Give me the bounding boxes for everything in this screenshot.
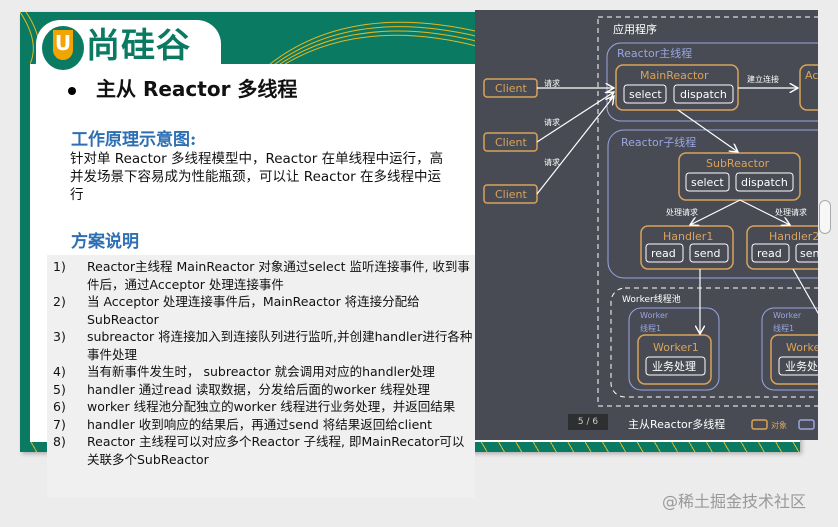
worker-thread-label: Worker	[773, 311, 802, 320]
architecture-diagram: 应用程序 Reactor主线程 MainReactor select dispa…	[475, 10, 838, 440]
legend-object-label: 对象	[771, 420, 787, 430]
business-label: 业务处	[785, 360, 818, 373]
request-label: 请求	[544, 157, 560, 167]
logo-mark: U	[53, 30, 73, 60]
logo-text: 尚硅谷	[86, 26, 191, 66]
dispatch-label: dispatch	[680, 88, 727, 101]
step-text: 当 Acceptor 处理连接事件后，MainReactor 将连接分配给Sub…	[87, 294, 420, 327]
step-text: worker 线程池分配独立的worker 线程进行业务处理，并返回结果	[87, 399, 456, 414]
read-label: read	[651, 247, 676, 260]
worker-pool-label: Worker线程池	[622, 293, 681, 305]
client-label: Client	[495, 136, 528, 149]
step-text: subreactor 将连接加入到连接队列进行监听,并创建handler进行各种…	[87, 329, 473, 362]
worker-thread-label: Worker	[640, 311, 669, 320]
send-label: send	[800, 247, 818, 260]
select-label: select	[629, 88, 662, 101]
worker1-box	[637, 334, 712, 385]
step-text: 当有新事件发生时， subreactor 就会调用对应的handler处理	[87, 364, 435, 379]
step-number: 5)	[53, 381, 66, 397]
select-label: select	[691, 176, 724, 189]
steps-list: 1) Reactor主线程 MainReactor 对象通过select 监听连接…	[47, 255, 475, 498]
slide-title: 主从 Reactor 多线程	[68, 73, 297, 102]
logo-icon: U	[42, 26, 84, 70]
send-label: send	[694, 247, 720, 260]
scrollbar-thumb[interactable]	[819, 200, 831, 234]
page-indicator: 5 / 6	[568, 414, 608, 430]
worker-thread-label: 线程1	[773, 323, 794, 333]
read-label: read	[757, 247, 782, 260]
connect-label: 建立连接	[747, 74, 779, 84]
client-label: Client	[495, 82, 528, 95]
step-number: 6)	[53, 399, 66, 414]
step-text: Reactor主线程 MainReactor 对象通过select 监听连接事件…	[87, 259, 470, 292]
step-text: handler 通过read 读取数据，分发给后面的worker 线程处理	[87, 381, 430, 397]
app-boundary	[597, 16, 838, 407]
step-number: 3)	[53, 329, 66, 344]
list-item: 7) handler 收到响应的结果后，再通过send 将结果返回给client	[53, 416, 475, 434]
step-text: handler 收到响应的结果后，再通过send 将结果返回给client	[87, 416, 433, 432]
step-number: 7)	[53, 416, 66, 432]
list-item: 1) Reactor主线程 MainReactor 对象通过select 监听连接…	[53, 258, 475, 293]
list-item: 5) handler 通过read 读取数据，分发给后面的worker 线程处理	[53, 381, 475, 399]
main-thread-label: Reactor主线程	[617, 46, 692, 60]
dispatch-label: dispatch	[741, 176, 788, 189]
worker-pool-box	[610, 287, 838, 398]
list-item: 3) subreactor 将连接加入到连接队列进行监听,并创建handler进行…	[53, 328, 475, 363]
step-number: 2)	[53, 294, 66, 309]
step-number: 8)	[53, 434, 66, 449]
list-item: 6) worker 线程池分配独立的worker 线程进行业务处理，并返回结果	[53, 398, 475, 416]
business-label: 业务处理	[652, 360, 696, 373]
request-label: 请求	[544, 78, 560, 88]
section-heading-principle: 工作原理示意图:	[71, 130, 197, 150]
handler1-box	[640, 225, 734, 270]
list-item: 8) Reactor 主线程可以对应多个Reactor 子线程, 即MainRec…	[53, 433, 475, 468]
step-number: 1)	[53, 259, 66, 274]
left-stripe	[20, 60, 30, 452]
main-thread-box	[606, 42, 838, 122]
acceptor-label: Ac	[805, 69, 818, 82]
handler1-label: Handler1	[663, 230, 713, 243]
handle-request-label: 处理请求	[775, 207, 807, 217]
sub-thread-label: Reactor子线程	[621, 135, 696, 149]
worker2-label: Worke	[786, 341, 818, 354]
client-label: Client	[495, 188, 528, 201]
scrollbar[interactable]	[818, 0, 838, 527]
step-number: 4)	[53, 364, 66, 379]
app-label: 应用程序	[613, 22, 657, 36]
diagram-caption: 主从Reactor多线程	[628, 417, 725, 431]
worker1-label: Worker1	[653, 341, 699, 354]
sub-reactor-label: SubReactor	[706, 157, 770, 170]
request-label: 请求	[544, 117, 560, 127]
bullet-icon	[68, 86, 76, 95]
step-text: Reactor 主线程可以对应多个Reactor 子线程, 即MainRecat…	[87, 434, 465, 467]
watermark: @稀土掘金技术社区	[662, 492, 807, 511]
section-heading-plan: 方案说明	[71, 232, 139, 252]
main-reactor-label: MainReactor	[640, 69, 709, 82]
list-item: 4) 当有新事件发生时， subreactor 就会调用对应的handler处理	[53, 363, 475, 381]
principle-description: 针对单 Reactor 多线程模型中，Reactor 在单线程中运行，高并发场景…	[70, 151, 444, 203]
handler2-label: Handler2	[769, 230, 818, 243]
list-item: 2) 当 Acceptor 处理连接事件后，MainReactor 将连接分配给S…	[53, 293, 475, 328]
sub-thread-box	[607, 129, 838, 279]
worker-thread-label: 线程1	[640, 323, 661, 333]
handle-request-label: 处理请求	[666, 207, 698, 217]
title-text: 主从 Reactor 多线程	[96, 77, 298, 101]
